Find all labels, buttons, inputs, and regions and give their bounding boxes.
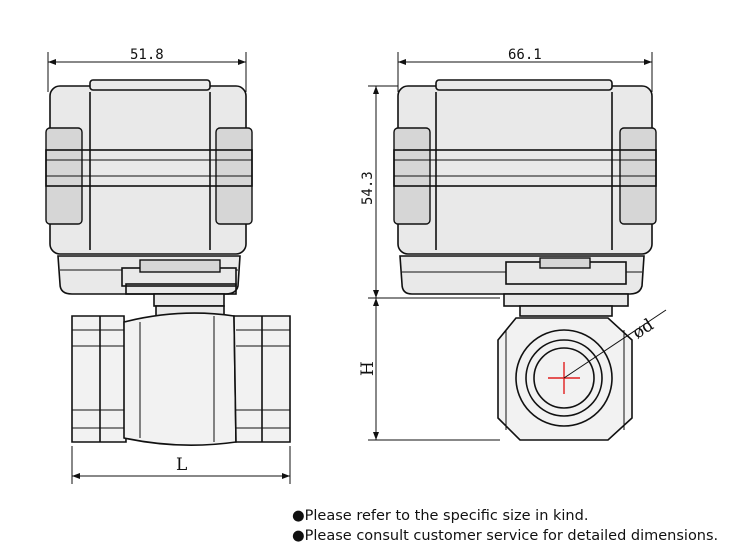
dim-width-front: 51.8	[130, 47, 164, 63]
notes: ●Please refer to the specific size in ki…	[292, 506, 742, 546]
dim-height-body: H	[358, 361, 378, 376]
note-item: ●Please consult customer service for det…	[292, 528, 719, 544]
dim-length: L	[176, 455, 187, 475]
side-view: 66.1 ød	[358, 47, 667, 441]
dim-width-side: 66.1	[508, 47, 542, 63]
front-view: 51.8	[45, 47, 291, 484]
note-item: ●Please refer to the specific size in ki…	[292, 508, 589, 524]
dim-height-actuator: 54.3	[360, 171, 376, 205]
dim-port-diameter: ød	[629, 315, 658, 343]
